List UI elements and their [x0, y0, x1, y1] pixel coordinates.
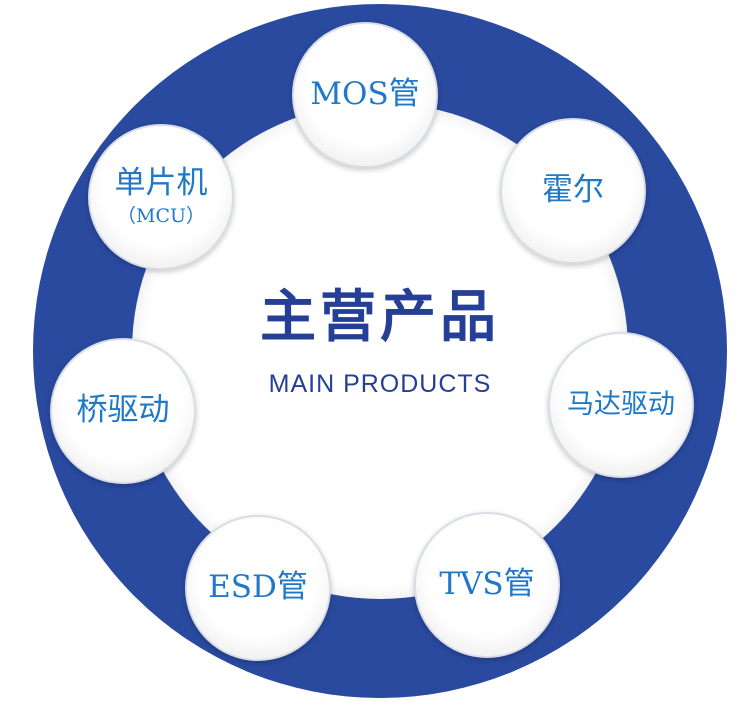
- product-label: 马达驱动: [567, 389, 675, 421]
- product-node-mcu[interactable]: 单片机 （MCU）: [88, 124, 234, 270]
- product-label: MOS管: [310, 76, 420, 113]
- product-label: 桥驱动: [76, 392, 170, 429]
- product-node-mos[interactable]: MOS管: [292, 22, 438, 168]
- product-node-tvs[interactable]: TVS管: [414, 512, 560, 658]
- product-sublabel: （MCU）: [116, 205, 205, 228]
- product-label: TVS管: [439, 566, 535, 603]
- center-title: 主营产品: [260, 285, 500, 350]
- product-node-hall[interactable]: 霍尔: [500, 118, 646, 264]
- product-label: ESD管: [208, 569, 308, 606]
- product-label: 霍尔: [542, 172, 604, 209]
- center-subtitle: MAIN PRODUCTS: [268, 370, 492, 398]
- product-node-esd[interactable]: ESD管: [185, 515, 331, 661]
- product-node-motor-driver[interactable]: 马达驱动: [548, 332, 694, 478]
- product-label: 单片机: [114, 164, 208, 201]
- product-node-bridge-driver[interactable]: 桥驱动: [50, 338, 196, 484]
